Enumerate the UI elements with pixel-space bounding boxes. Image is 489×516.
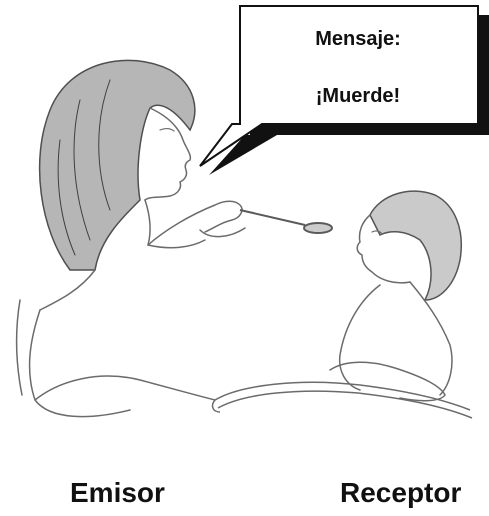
sender-label: Emisor — [70, 477, 165, 509]
mother-neck — [145, 200, 150, 245]
bubble-message: ¡Muerde! — [243, 85, 473, 108]
child-body — [340, 282, 452, 395]
bubble-title: Mensaje: — [243, 28, 473, 51]
mother-body — [30, 310, 215, 417]
mother-figure — [16, 60, 245, 416]
mother-arm — [148, 201, 242, 245]
receiver-label: Receptor — [340, 477, 461, 509]
child-figure — [330, 191, 461, 401]
spoon — [240, 210, 332, 233]
mother-hair — [40, 60, 195, 270]
mother-shoulder — [40, 270, 95, 310]
child-hair — [370, 191, 461, 300]
